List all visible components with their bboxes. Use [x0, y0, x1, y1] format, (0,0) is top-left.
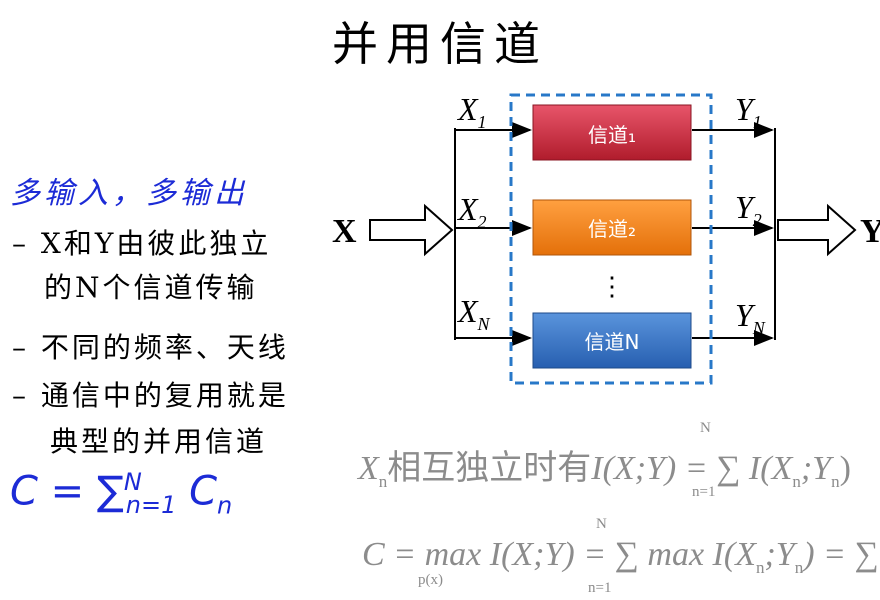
sum-upper: N — [123, 468, 142, 496]
equation-capacity: C = max I(X;Y) = ∑ max I(Xn;Yn) = ∑ Cn — [362, 536, 880, 578]
bullet-dash: – — [12, 227, 29, 260]
input-arrow — [369, 203, 454, 257]
channel-group-border — [509, 93, 713, 385]
channel-n-label: 信道N — [585, 330, 640, 354]
bullet-dash: – — [12, 331, 29, 364]
input-label: X — [332, 213, 357, 250]
eq1-sum-upper: N — [700, 420, 711, 436]
eq2-part2: ;Y — [764, 536, 795, 573]
input-x1-label: X1 — [456, 91, 487, 132]
formula-lhs: C = — [10, 468, 97, 515]
sum-symbol: ∑ — [96, 468, 124, 515]
channel-2-box — [532, 199, 692, 256]
eq2-sub-n-2: n — [794, 557, 804, 577]
formula-term: C — [189, 468, 218, 515]
channel-1-box — [532, 104, 692, 161]
input-x2-label: X2 — [456, 191, 487, 232]
eq2-part3: ) = ∑ C — [803, 536, 880, 573]
eq1-sum-lower: n=1 — [692, 484, 716, 500]
output-label: Y — [860, 213, 880, 250]
eq1-lhs: X — [358, 450, 379, 487]
bullet-1-line2: 的N个信道传输 — [44, 271, 258, 304]
equation-mutual-info: Xn相互独立时有I(X;Y) = ∑ I(Xn;Yn) — [358, 440, 851, 492]
eq1-rhs: I(X;Y) = ∑ I(X — [591, 450, 793, 487]
eq1-rhs-tail-sub: n — [831, 471, 840, 491]
eq1-close: ) — [839, 450, 851, 487]
bullet-2: – 不同的频率、天线 — [12, 326, 289, 366]
channel-ellipsis: ⋮ — [599, 272, 625, 301]
eq2-under-max: p(x) — [418, 572, 443, 588]
page-title: 并用信道 — [332, 17, 548, 71]
bullet-text: X和Y由彼此独立 — [40, 227, 272, 260]
eq2-part1: C = max I(X;Y) = ∑ max I(X — [362, 536, 756, 573]
eq1-rhs-sub: n — [792, 471, 801, 491]
parallel-channel-diagram: X 信道₁ 信道₂ 信道N ⋮ X1 X2 XN Y1 Y2 YN Y — [332, 91, 880, 385]
capacity-formula: C = ∑Nn=1 Cn — [10, 468, 232, 519]
channel-1-label: 信道₁ — [588, 123, 636, 147]
input-xn-label: XN — [456, 293, 491, 334]
eq2-sub-n: n — [755, 557, 765, 577]
eq1-lhs-sub: n — [378, 471, 388, 491]
bullet-text: 不同的频率、天线 — [40, 331, 289, 364]
output-yn-label: YN — [735, 297, 766, 338]
sum-lower: n=1 — [125, 491, 177, 520]
output-arrow — [777, 203, 857, 257]
output-y1-label: Y1 — [735, 91, 762, 132]
section-heading: 多输入，多输出 — [10, 176, 248, 211]
eq1-text: 相互独立时有 — [387, 450, 592, 487]
channel-n-box — [532, 312, 692, 369]
output-y2-label: Y2 — [735, 189, 762, 230]
bullet-3: – 通信中的复用就是 — [12, 374, 289, 414]
formula-term-sub: n — [217, 491, 233, 520]
bullet-dash: – — [12, 379, 29, 412]
bullet-1: – X和Y由彼此独立 — [12, 222, 271, 262]
eq2-sum-upper: N — [596, 516, 607, 532]
bullet-text: 通信中的复用就是 — [40, 379, 289, 412]
bullet-3-line2: 典型的并用信道 — [50, 425, 268, 458]
eq1-rhs-tail: ;Y — [800, 450, 832, 487]
eq2-sum-lower: n=1 — [588, 580, 612, 596]
channel-2-label: 信道₂ — [588, 217, 636, 241]
